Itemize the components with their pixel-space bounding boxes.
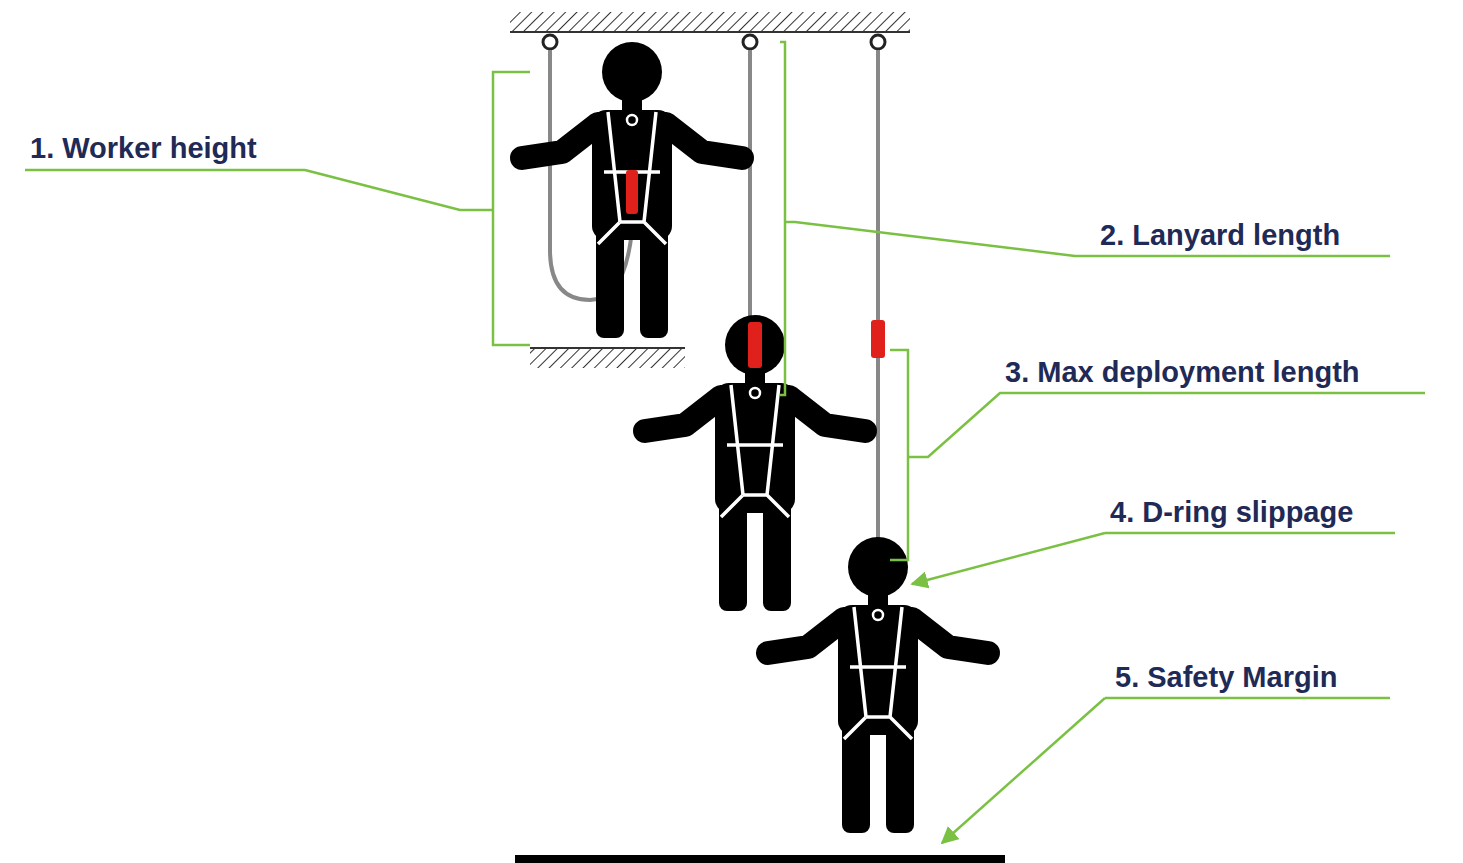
- worker-falling: [645, 315, 865, 611]
- callout-label: 3. Max deployment length: [1005, 355, 1360, 389]
- callout-label: 2. Lanyard length: [1100, 218, 1340, 252]
- energy-absorber: [748, 322, 762, 368]
- ceiling: [510, 12, 910, 32]
- callout-label: 4. D-ring slippage: [1110, 495, 1353, 529]
- callout-label: 1. Worker height: [30, 131, 257, 165]
- ground: [515, 855, 1005, 863]
- callout-label: 5. Safety Margin: [1115, 660, 1337, 694]
- platform: [530, 348, 685, 368]
- energy-absorber: [626, 170, 638, 214]
- worker-standing: [522, 42, 742, 338]
- anchors: [543, 35, 885, 49]
- worker-arrested: [768, 537, 988, 833]
- energy-absorber: [871, 320, 885, 358]
- dimension-brackets: [25, 42, 1425, 843]
